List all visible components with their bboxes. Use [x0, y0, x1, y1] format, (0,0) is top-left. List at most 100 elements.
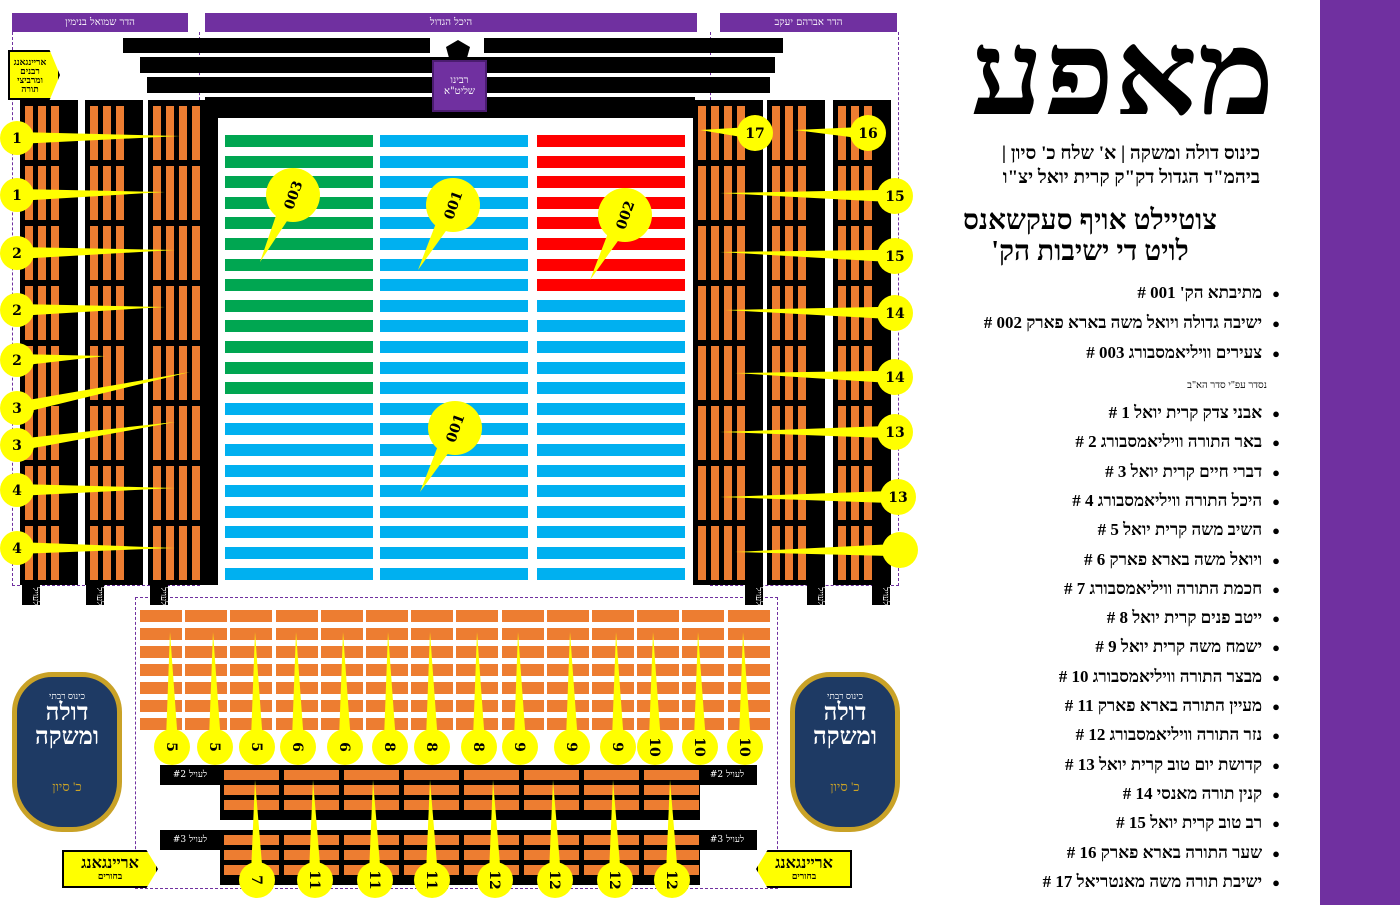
seat-block [185, 664, 228, 676]
heading-line: לויט די ישיבות הק' [991, 236, 1189, 267]
podium-icon [446, 40, 470, 60]
marker-label: 13 [888, 490, 907, 506]
seat-block [456, 610, 499, 622]
legend-item: ישיבת תורה משה מאנטריאל 17 # [1043, 872, 1280, 892]
seat-block [592, 646, 634, 658]
seat-row [537, 279, 685, 292]
legend-item: שער התורה בארא פארק 16 # [1067, 843, 1280, 863]
seat-block [724, 526, 732, 580]
legend-item: ישמח משה קרית יואל 9 # [1095, 637, 1280, 657]
seat-block [179, 166, 187, 220]
subtitle-line: ביהמ"ד הגדול דק"ק קרית יואל יצ"ו [1002, 167, 1260, 188]
seat-block [185, 628, 228, 640]
marker-label: 11 [423, 870, 439, 889]
seat-row [380, 320, 528, 333]
section-marker: 4 [0, 473, 176, 507]
seat-block [103, 526, 111, 580]
section-marker: 4 [0, 531, 175, 565]
seat-row [380, 258, 528, 271]
seat-block [284, 785, 339, 795]
section-marker: 12 [537, 780, 573, 898]
section-header-left: הדר שמואל בנימין [12, 13, 188, 32]
marker-label: 5 [163, 742, 179, 752]
section-marker: 8 [461, 632, 497, 765]
seat-block [524, 800, 579, 810]
seat-block [546, 610, 589, 622]
seat-block [501, 628, 544, 640]
logo-name: דולה ומשקה [812, 700, 877, 750]
seat-block [698, 286, 706, 340]
seat-block [464, 770, 519, 780]
seat-block [192, 526, 200, 580]
marker-label: 8 [470, 742, 486, 752]
seat-block [51, 406, 59, 460]
logo-date: כ' סיון [52, 779, 82, 794]
section-marker: 9 [600, 632, 636, 765]
seat-block [224, 835, 279, 845]
section-marker: 10 [682, 632, 718, 765]
seat-row [225, 238, 373, 250]
seat-row [537, 176, 685, 189]
seat-block [103, 106, 111, 160]
seat-block [644, 770, 699, 780]
seat-row [537, 341, 685, 353]
seat-block [546, 628, 589, 640]
seat-block [724, 286, 732, 340]
seat-block [90, 466, 98, 520]
section-marker: 8 [372, 632, 408, 765]
marker-label: 12 [606, 870, 622, 889]
legend-item: מתיבתא הק' 001 # [1137, 283, 1280, 303]
sort-note: נסדר עפ"י סדר הא"ב [1187, 380, 1267, 391]
seat-block [140, 628, 182, 640]
level-label: לעויל #3 [697, 830, 757, 850]
seat-block [785, 466, 793, 520]
marker-label: 5 [206, 742, 222, 752]
marker-label: 17 [745, 126, 764, 142]
seat-block [192, 106, 200, 160]
seat-row [380, 155, 528, 168]
seat-block [698, 166, 706, 220]
seat-block [711, 166, 719, 220]
seat-block [185, 646, 228, 658]
seat-block [38, 346, 46, 400]
legend-item: חכמת התורה וויליאמסבורג 7 # [1064, 579, 1280, 599]
marker-label: 11 [366, 870, 382, 889]
seat-row [380, 547, 528, 559]
marker-label: 15 [885, 189, 904, 205]
seat-block [166, 526, 174, 580]
seat-block [153, 286, 161, 340]
section-marker: 7 [239, 780, 275, 898]
seat-row [380, 341, 528, 353]
seat-row [537, 299, 685, 312]
seat-block [224, 770, 279, 780]
seat-block [166, 166, 174, 220]
marker-label: 16 [858, 126, 877, 142]
section-marker: 14 [725, 295, 913, 331]
seat-row [537, 444, 685, 456]
legend-item: דברי חיים קרית יואל 3 # [1105, 462, 1280, 482]
seat-block [224, 785, 279, 795]
marker-label: 9 [609, 742, 625, 752]
seat-row [537, 361, 685, 374]
section-marker: 10 [637, 632, 673, 765]
seat-block [682, 610, 725, 622]
seat-block [116, 526, 124, 580]
seat-block [724, 406, 732, 460]
seat-block [179, 346, 187, 400]
seat-block [682, 646, 725, 658]
seat-block [711, 106, 719, 160]
seat-row [537, 464, 685, 477]
seat-row [380, 485, 528, 498]
seat-row [380, 526, 528, 539]
seat-block [772, 286, 780, 340]
section-marker: 11 [414, 780, 450, 898]
section-header-right: הדר אברהם יעקב [720, 13, 897, 32]
seat-row [225, 444, 373, 456]
seat-block [90, 106, 98, 160]
seat-block [230, 610, 273, 622]
seat-row [225, 279, 373, 292]
seat-block [456, 628, 499, 640]
seat-row [225, 526, 373, 539]
